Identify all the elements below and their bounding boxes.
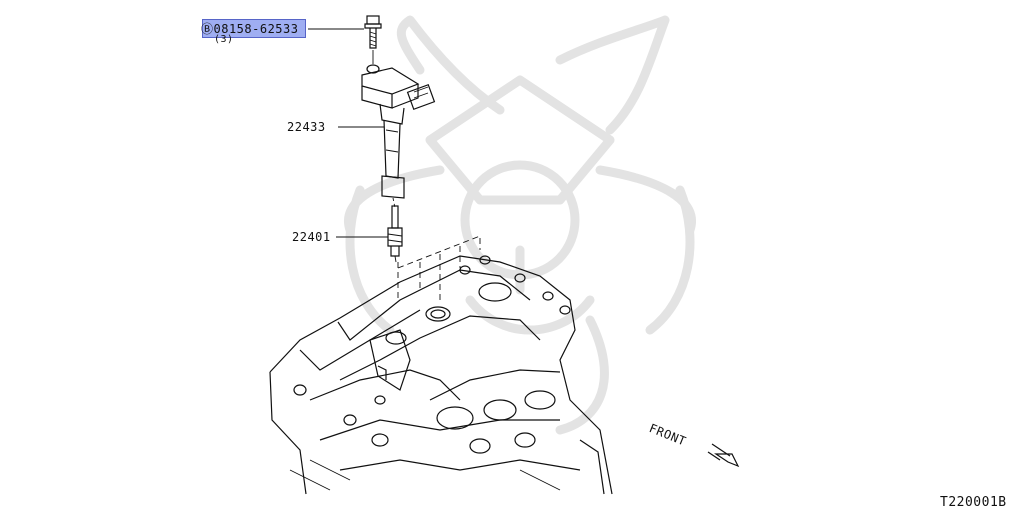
spark-plug-part-number[interactable]: 22401 (292, 230, 331, 244)
bolt-part-number[interactable]: Ⓑ08158-62533 (201, 22, 299, 36)
spark-plug-icon (387, 205, 403, 263)
bolt-part-highlight (202, 19, 306, 38)
bolt-icon (364, 15, 382, 64)
watermark-emblem-icon (344, 15, 696, 435)
install-guide-lines (397, 235, 481, 300)
bolt-quantity: (3) (214, 34, 234, 45)
front-arrow-icon (707, 443, 740, 468)
engine-cylinder-head-icon (269, 255, 613, 495)
figure-number: T220001B (940, 495, 1007, 510)
ignition-coil-icon (361, 64, 436, 199)
ignition-coil-part-number[interactable]: 22433 (287, 120, 326, 134)
